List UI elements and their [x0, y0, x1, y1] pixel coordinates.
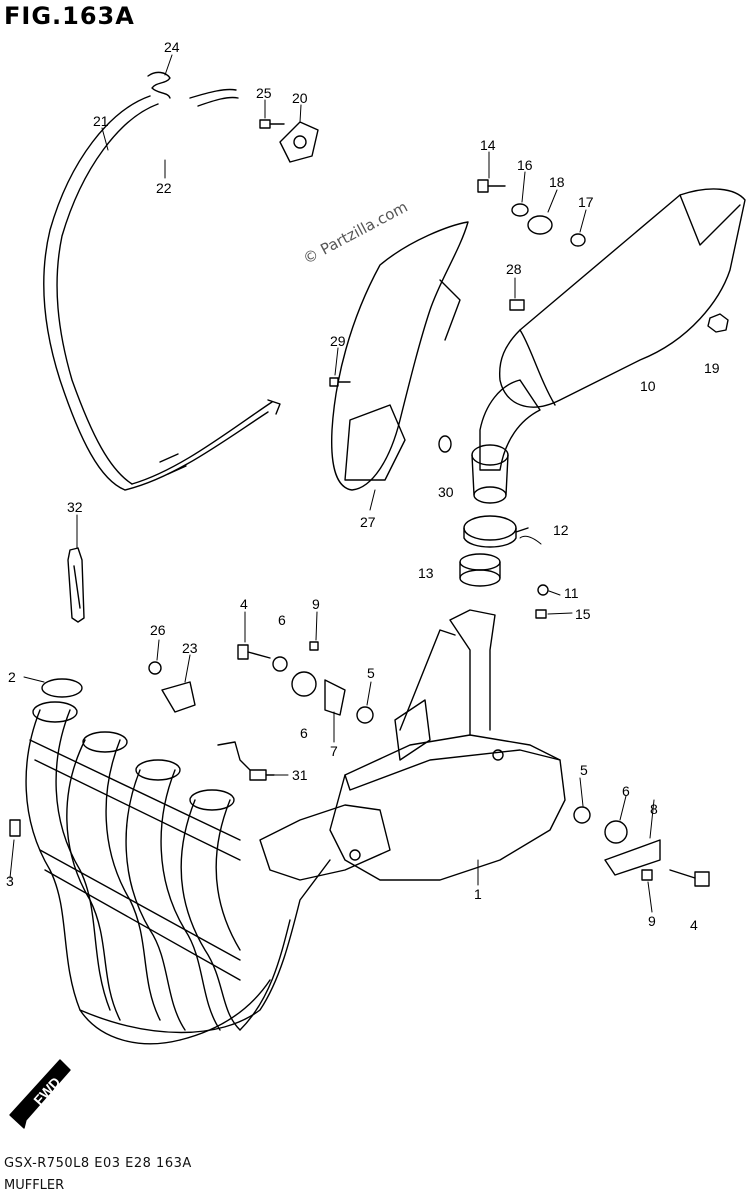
callout-label: 23 — [182, 640, 198, 656]
callout-label: 18 — [549, 174, 565, 190]
callout-label: 9 — [312, 596, 320, 612]
part-31-sensor — [217, 741, 275, 781]
callout-label: 10 — [640, 378, 656, 394]
callout-label: 25 — [256, 85, 272, 101]
parts-5-6-8-9-4-lower — [573, 806, 710, 887]
callout-labels: 24 25 20 21 22 14 16 18 17 28 29 19 10 3… — [6, 39, 720, 933]
direction-arrow: FWD — [9, 1059, 71, 1129]
callout-label: 31 — [292, 767, 308, 783]
callout-label: 20 — [292, 90, 308, 106]
parts-14-16-18-17 — [477, 179, 586, 247]
leader-lines — [9, 54, 655, 913]
callout-label: 4 — [240, 596, 248, 612]
header-pipes — [25, 678, 391, 1045]
parts-26-23 — [148, 661, 196, 713]
callout-label: 8 — [650, 801, 658, 817]
callout-label: 15 — [575, 606, 591, 622]
callout-label: 14 — [480, 137, 496, 153]
callout-label: 6 — [622, 783, 630, 799]
callout-label: 16 — [517, 157, 533, 173]
callout-label: 28 — [506, 261, 522, 277]
part-19-nut — [707, 313, 729, 333]
callout-label: 17 — [578, 194, 594, 210]
part-3-bolt — [9, 819, 21, 837]
callout-label: 12 — [553, 522, 569, 538]
callout-label: 30 — [438, 484, 454, 500]
callout-label: 5 — [367, 665, 375, 681]
callout-label: 29 — [330, 333, 346, 349]
part-24-clip — [147, 71, 171, 99]
part-10-muffler — [471, 188, 746, 504]
callout-label: 1 — [474, 886, 482, 902]
model-code: GSX-R750L8 E03 E28 163A — [4, 1156, 192, 1171]
callout-label: 6 — [300, 725, 308, 741]
part-32-hanger — [67, 547, 85, 623]
callout-label: 6 — [278, 612, 286, 628]
callout-label: 21 — [93, 113, 109, 129]
part-25-bolt — [259, 119, 285, 129]
callout-label: 5 — [580, 762, 588, 778]
callout-label: 24 — [164, 39, 180, 55]
callout-label: 26 — [150, 622, 166, 638]
callout-label: 13 — [418, 565, 434, 581]
part-20-cover — [279, 121, 319, 163]
part-1-chamber — [329, 609, 566, 881]
parts-11-15 — [535, 584, 549, 619]
callout-label: 32 — [67, 499, 83, 515]
callout-label: 27 — [360, 514, 376, 530]
part-12-clamp — [463, 515, 529, 548]
callout-label: 4 — [690, 917, 698, 933]
parts-4-6-9-7-5-upper — [237, 641, 374, 724]
part-30-gasket — [438, 435, 452, 453]
cable-21-22 — [42, 88, 281, 491]
part-27-heat-shield — [330, 221, 469, 491]
part-29-bolt — [329, 377, 351, 387]
figure-caption: MUFFLER — [4, 1178, 65, 1193]
callout-label: 22 — [156, 180, 172, 196]
part-28-clip — [509, 299, 525, 311]
part-13-sleeve — [459, 553, 501, 587]
figure-title: FIG.163A — [4, 2, 135, 30]
callout-label: 9 — [648, 913, 656, 929]
callout-label: 11 — [564, 585, 579, 601]
callout-label: 7 — [330, 743, 338, 759]
callout-label: 19 — [704, 360, 720, 376]
callout-label: 2 — [8, 669, 16, 685]
callout-label: 3 — [6, 873, 14, 889]
